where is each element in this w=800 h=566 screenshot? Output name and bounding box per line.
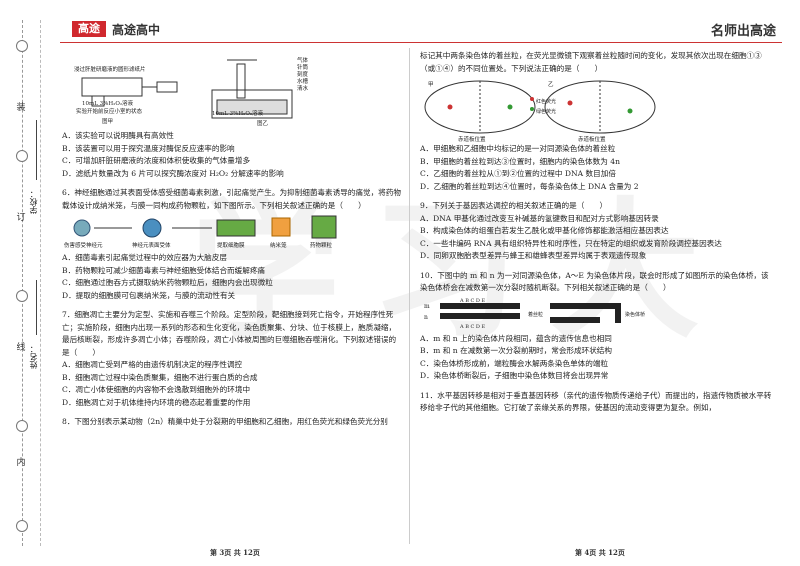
q6-option: C．细胞通过胞吞方式摄取纳米药物颗粒后，细胞内会出现微粒 bbox=[62, 278, 273, 287]
q9-option: D．同卵双胞胎表型差异与蜂王和雄蜂表型差异均属于表观遗传现象 bbox=[420, 251, 647, 260]
fig-label: 伤害感受神经元 bbox=[64, 243, 103, 249]
q8-stem: 8．下图分别表示某动物（2n）精巢中处于分裂期的甲细胞和乙细胞，用红色荧光和绿色… bbox=[62, 417, 388, 426]
q6-option: B．药物颗粒可减少细菌毒素与神经细胞受体结合而缓解疼痛 bbox=[62, 265, 266, 275]
q10-option: C．染色体桥形成前，端粒酶会水解两条染色单体的端粒 bbox=[420, 358, 609, 368]
fig-label: 神经元表面受体 bbox=[132, 243, 171, 249]
fig-label: A B C D E bbox=[460, 297, 486, 304]
binding-margin: 装 订 线 内 学校： 姓名： bbox=[0, 0, 52, 566]
fig-label: 甲 bbox=[428, 82, 434, 88]
fig-label: 染色体桥 bbox=[625, 311, 646, 318]
q6-option: A．细菌毒素引起痛觉过程中的效应器为大脑皮层 bbox=[62, 253, 227, 262]
q10-option: B．m 和 n 在减数第一次分裂前期时，常会形成环状结构 bbox=[420, 346, 612, 355]
fig-label: 赤道板位置 bbox=[458, 137, 486, 143]
fig-label: 10mL 3%H₂O₂溶液 bbox=[212, 111, 264, 117]
fig-label: 提取细胞膜 bbox=[217, 243, 245, 249]
legend-label: 绿色荧光 bbox=[536, 109, 557, 115]
fig-label: n bbox=[424, 313, 428, 321]
q10-stem: 10．下图中的 m 和 n 为一对同源染色体，A～E 为染色体片段，联会时形成了… bbox=[420, 270, 769, 293]
q10-option: A．m 和 n 上的染色体片段相同，蕴含的遗传信息也相同 bbox=[420, 333, 612, 343]
right-column: 标记其中两条染色体的着丝粒，在荧光显微镜下观察着丝粒随时间的变化，发现其依次出现… bbox=[420, 50, 775, 415]
brand-name: 高途高中 bbox=[112, 23, 161, 37]
page-header: 高途 高途高中 名师出高途 bbox=[60, 18, 782, 43]
q5-option: C．可增加肝脏研磨液的浓度和体积使收集的气体量增多 bbox=[62, 156, 251, 165]
q9-option: A．DNA 甲基化通过改变互补碱基的氢键数目和配对方式影响基因转录 bbox=[420, 213, 659, 223]
fig-label: 赤道板位置 bbox=[578, 137, 606, 143]
fig-label: 着丝粒 bbox=[528, 311, 544, 318]
page-footer-left: 第 3页 共 12页 bbox=[210, 548, 260, 557]
q8-stem-cont: 标记其中两条染色体的着丝粒，在荧光显微镜下观察着丝粒随时间的变化，发现其依次出现… bbox=[420, 51, 762, 73]
left-column: 浸过肝脏研磨液的圆形滤纸片 10mL 3%H₂O₂溶液 实验开始前反应小室的状态… bbox=[62, 50, 402, 429]
watermark: 学习大 bbox=[190, 183, 731, 359]
q9-option: B．构成染色体的组蛋白若发生乙酰化或甲基化修饰都能激活相应基因表达 bbox=[420, 226, 669, 235]
q9-stem: 9．下列关于基因表达调控的相关叙述正确的是（ ） bbox=[420, 201, 608, 210]
q7-option: A．细胞凋亡受到严格的由遗传机制决定的程序性调控 bbox=[62, 360, 243, 369]
q7-option: D．细胞凋亡对于机体维持内环境的稳态起着重要的作用 bbox=[62, 397, 251, 407]
q5-option: D．滤纸片数量改为 6 片可以探究酶浓度对 H₂O₂ 分解速率的影响 bbox=[62, 168, 284, 178]
binding-hole bbox=[16, 290, 28, 302]
q5-apparatus-svg bbox=[81, 59, 293, 119]
binding-hole bbox=[16, 40, 28, 52]
q8-figure: 甲 乙 赤道板位置 赤道板位置 红色荧光 绿色荧光 bbox=[420, 75, 775, 143]
q9-option: C．一些非编码 RNA 具有组织特异性和时序性，只在特定的组织或发育阶段调控基因… bbox=[420, 238, 722, 248]
q8-option: C．乙细胞的着丝粒从①到②位置的过程中 DNA 数目加倍 bbox=[420, 169, 616, 178]
q7-option: C．凋亡小体使细胞的内容物不会逸散到细胞外的环境中 bbox=[62, 385, 251, 394]
q6-figure: 伤害感受神经元 神经元表面受体 提取细胞膜 纳米笼 药物颗粒 bbox=[62, 212, 402, 252]
binding-dashed-line-inner bbox=[40, 20, 41, 546]
fig-label: 纳米笼 bbox=[270, 243, 287, 249]
column-divider bbox=[409, 48, 410, 544]
legend-label: 红色荧光 bbox=[536, 99, 557, 105]
fig-caption: 图甲 bbox=[102, 119, 114, 125]
q10-chromosome-svg bbox=[440, 302, 621, 323]
page-footer-right: 第 4页 共 12页 bbox=[575, 548, 625, 557]
q8-option: D．乙细胞的着丝粒到达④位置时，每条染色体上 DNA 含量为 2 bbox=[420, 181, 639, 191]
school-field-label: 学校： bbox=[29, 190, 38, 214]
fig-label: 实验开始前反应小室的状态 bbox=[76, 109, 143, 115]
binding-char: 线 bbox=[16, 343, 26, 353]
q8-option: A．甲细胞和乙细胞中均标记的是一对同源染色体的着丝粒 bbox=[420, 144, 616, 153]
binding-hole bbox=[16, 520, 28, 532]
name-field-line[interactable] bbox=[36, 280, 37, 335]
q11-stem: 11．水平基因转移是相对于垂直基因转移（亲代的遗传物质传递给子代）而提出的，指遗… bbox=[420, 390, 772, 413]
fig-label: 10mL 3%H₂O₂溶液 bbox=[82, 101, 134, 107]
brand-logo: 高途 bbox=[72, 21, 106, 37]
fig-label: 浸过肝脏研磨液的圆形滤纸片 bbox=[74, 67, 146, 73]
q10-figure: m n A B C D E A B C D E 着丝粒 染色体桥 bbox=[420, 295, 775, 333]
fig-caption: 图乙 bbox=[257, 121, 269, 127]
q8-cell-svg bbox=[424, 80, 656, 134]
name-field-label: 姓名： bbox=[29, 345, 38, 369]
fig-label: m bbox=[424, 302, 430, 310]
binding-char: 订 bbox=[16, 213, 26, 223]
q7-stem: 7．细胞凋亡主要分为定型、实施和吞噬三个阶段。定型阶段，靶细胞接到死亡指令，开始… bbox=[62, 310, 397, 357]
q5-figure: 浸过肝脏研磨液的圆形滤纸片 10mL 3%H₂O₂溶液 实验开始前反应小室的状态… bbox=[62, 50, 402, 130]
q6-stem: 6．神经细胞通过其表面受体感受细菌毒素刺激，引起痛觉产生。为抑制细菌毒素诱导的痛… bbox=[62, 188, 401, 210]
q8-option: B．甲细胞的着丝粒到达③位置时，细胞内的染色体数为 4n bbox=[420, 156, 620, 166]
binding-hole bbox=[16, 150, 28, 162]
q5-option: A．该实验可以说明酶具有高效性 bbox=[62, 131, 174, 140]
fig-label: 药物颗粒 bbox=[310, 243, 333, 249]
q7-option: B．细胞凋亡过程中染色质聚集，细胞不进行蛋白质的合成 bbox=[62, 372, 258, 382]
q5-option: B．该装置可以用于探究温度对酶促反应速率的影响 bbox=[62, 143, 235, 153]
header-slogan: 名师出高途 bbox=[710, 24, 776, 39]
fig-label: 乙 bbox=[548, 82, 554, 88]
q10-option: D．染色体桥断裂后，子细胞中染色体数目将会出现异常 bbox=[420, 371, 609, 380]
binding-char: 装 bbox=[16, 103, 26, 113]
fig-label: A B C D E bbox=[460, 323, 486, 330]
binding-char: 内 bbox=[16, 458, 26, 468]
q6-option: D．提取的细胞膜可包裹纳米笼，与膜的流动性有关 bbox=[62, 290, 236, 300]
binding-hole bbox=[16, 420, 28, 432]
binding-dashed-line bbox=[22, 20, 23, 546]
fig-label: 气体 针筒 刻度 水槽 清水 bbox=[297, 58, 309, 92]
school-field-line[interactable] bbox=[36, 120, 37, 180]
q6-diagram-svg bbox=[73, 215, 337, 239]
